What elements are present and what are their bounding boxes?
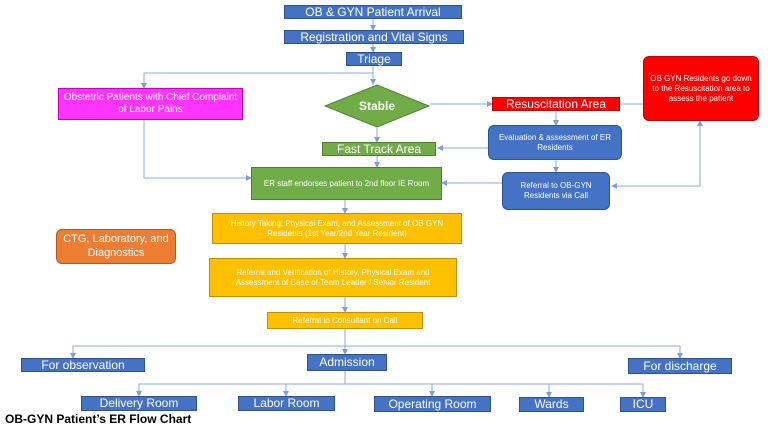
node-evaluation: Evaluation & assessment of ER Residents [488,125,622,160]
node-wards: Wards [519,397,584,412]
node-icu: ICU [620,397,666,412]
arrow-to-delivery [136,371,346,397]
node-discharge: For discharge [628,358,732,374]
node-resuscitation: Resuscitation Area [492,97,620,111]
node-registration: Registration and Vital Signs [284,30,464,44]
node-arrival: OB & GYN Patient Arrival [284,5,462,19]
node-consultant: Referral to Consultant on Call [267,312,423,329]
node-history: History Taking, Physical Exam, and Asses… [212,213,462,244]
node-labor: Labor Room [238,396,335,411]
node-obstetric: Obstetric Patients with Chief Complaint … [58,88,243,120]
arrow-to-observation [70,345,345,359]
node-referral-call: Referral to OB-GYN Residents via Call [502,172,610,210]
node-stable: Stable [323,84,431,128]
node-observation: For observation [21,358,145,372]
node-endorse: ER staff endorses patient to 2nd floor I… [251,167,442,200]
arrow-to-icu [549,383,646,398]
flowchart-caption: OB-GYN Patient’s ER Flow Chart [5,412,192,426]
node-triage: Triage [346,52,402,66]
stable-label: Stable [358,99,395,113]
arrow-to-operating [345,383,435,397]
node-verification: Referral and Verification of History, Ph… [209,258,457,297]
arrow-triage-obstetric [141,72,373,89]
node-admission: Admission [307,354,387,371]
node-operating: Operating Room [374,396,491,412]
arrow-to-discharge [345,345,683,359]
node-residents-down: OB GYN Residents go down to the Resuscit… [643,56,759,121]
node-delivery: Delivery Room [81,396,197,411]
arrow-obstetric-endorse [143,120,252,181]
node-fast-track: Fast Track Area [322,142,436,156]
node-ctg: CTG, Laboratory, and Diagnostics [56,229,176,264]
decision-diamond [323,84,431,128]
